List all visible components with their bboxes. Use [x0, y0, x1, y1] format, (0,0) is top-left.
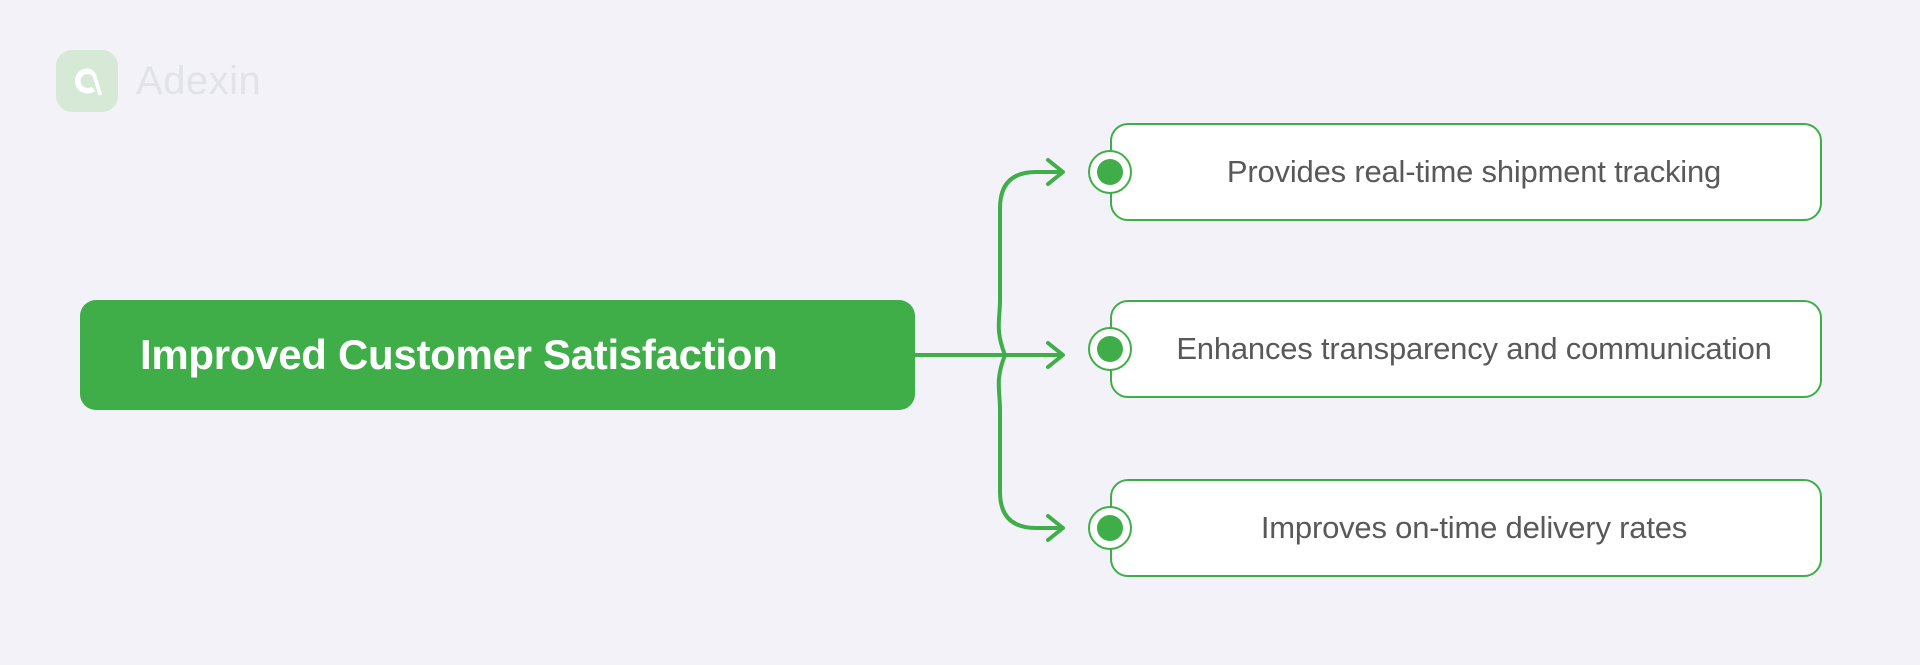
brand-name: Adexin [136, 59, 262, 103]
branch-bullet-1-icon [1088, 150, 1132, 194]
adexin-swirl-logo-icon [56, 50, 118, 112]
branch-card-2-label: Enhances transparency and communication [1176, 330, 1772, 366]
root-node[interactable]: Improved Customer Satisfaction [80, 300, 915, 410]
branch-card-1-label: Provides real-time shipment tracking [1226, 153, 1722, 189]
branch-card-2[interactable]: Enhances transparency and communication [1110, 300, 1822, 398]
branch-card-1[interactable]: Provides real-time shipment tracking [1110, 123, 1822, 221]
branch-card-3[interactable]: Improves on-time delivery rates [1110, 479, 1822, 577]
root-node-label: Improved Customer Satisfaction [140, 330, 778, 378]
branch-card-3-label: Improves on-time delivery rates [1260, 509, 1688, 545]
branch-bullet-2-icon [1088, 327, 1132, 371]
brand-logo: Adexin [56, 50, 261, 112]
branch-bullet-3-icon [1088, 506, 1132, 550]
